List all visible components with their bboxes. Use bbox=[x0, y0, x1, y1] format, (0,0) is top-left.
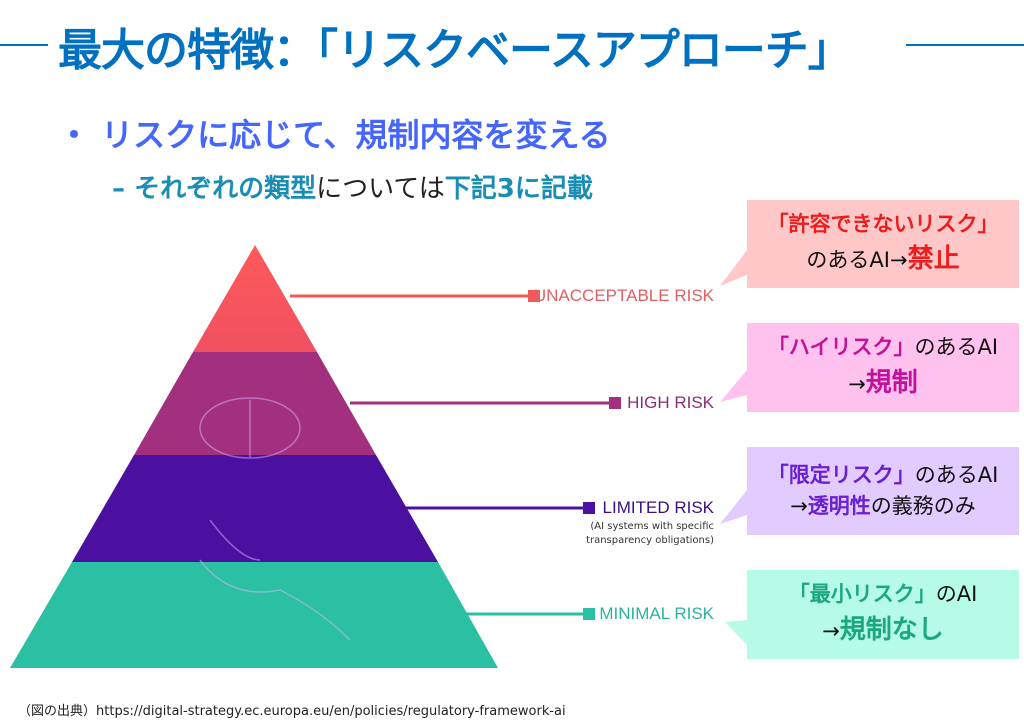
arrow: → bbox=[822, 618, 840, 643]
label-unacceptable-risk: UNACCEPTABLE RISK bbox=[533, 286, 714, 305]
sub-part2: については bbox=[316, 174, 445, 204]
source-prefix: （図の出典） bbox=[18, 704, 97, 719]
sub-part3: 下記3に記載 bbox=[444, 174, 593, 204]
callout-line: →規制なし bbox=[747, 611, 1019, 650]
callout-heading: 「限定リスク」 bbox=[767, 462, 915, 487]
connector-marker bbox=[609, 397, 621, 409]
callout-line: →透明性の義務のみ bbox=[747, 491, 1019, 523]
pyramid-level-minimal bbox=[10, 562, 498, 668]
callout-text: のAI bbox=[935, 582, 978, 607]
slide-title: 最大の特徴：「リスクベースアプローチ」 bbox=[58, 25, 852, 76]
bullet-point: ・ リスクに応じて、規制内容を変える bbox=[58, 116, 611, 154]
callout-line: →規制 bbox=[747, 364, 1019, 403]
title-rule-right bbox=[906, 44, 1024, 46]
arrow: → bbox=[790, 494, 808, 518]
callout-line: 「最小リスク」のAI bbox=[747, 579, 1019, 611]
arrow: → bbox=[848, 371, 866, 396]
callout-heading: 「許容できないリスク」 bbox=[767, 211, 999, 236]
pyramid-level-limited bbox=[72, 455, 438, 562]
callout-text: のあるAI bbox=[914, 462, 999, 487]
pyramid-level-unacceptable bbox=[193, 245, 317, 352]
sub-part1: それぞれの類型 bbox=[134, 174, 317, 204]
brain-hand-illustration bbox=[199, 397, 351, 641]
connector-marker bbox=[528, 290, 540, 302]
callout-pointer bbox=[720, 490, 747, 524]
callout-unacceptable: 「許容できないリスク」 のあるAI→禁止 bbox=[747, 200, 1019, 288]
callout-line: 「許容できないリスク」 bbox=[747, 209, 1019, 241]
callout-result: 規制なし bbox=[839, 614, 944, 645]
callout-high: 「ハイリスク」のあるAI →規制 bbox=[747, 323, 1019, 412]
limited-risk-note: (AI systems with specific transparency ob… bbox=[586, 520, 714, 548]
pyramid-level-high bbox=[134, 352, 376, 455]
callout-result: 透明性 bbox=[807, 494, 871, 518]
sub-dash: – bbox=[112, 174, 135, 204]
callout-text: のあるAI→ bbox=[806, 248, 908, 273]
title-rule-left bbox=[0, 44, 48, 46]
label-high-risk: HIGH RISK bbox=[627, 393, 714, 412]
callout-minimal: 「最小リスク」のAI →規制なし bbox=[747, 570, 1019, 659]
sub-bullet: – それぞれの類型については下記3に記載 bbox=[112, 168, 593, 205]
label-minimal-risk: MINIMAL RISK bbox=[599, 604, 714, 623]
connector-marker bbox=[583, 502, 595, 514]
callout-line: 「ハイリスク」のあるAI bbox=[747, 332, 1019, 364]
note-line: (AI systems with specific bbox=[590, 521, 714, 532]
callout-pointer bbox=[725, 620, 747, 645]
source-url: https://digital-strategy.ec.europa.eu/en… bbox=[96, 704, 566, 719]
figure-source: （図の出典）https://digital-strategy.ec.europa… bbox=[18, 700, 566, 719]
callout-text: の義務のみ bbox=[870, 494, 976, 518]
callout-pointer bbox=[720, 250, 747, 286]
callout-line: 「限定リスク」のあるAI bbox=[747, 460, 1019, 492]
callout-result: 禁止 bbox=[907, 244, 960, 275]
label-limited-risk: LIMITED RISK bbox=[602, 498, 714, 517]
connector-marker bbox=[583, 608, 595, 620]
callout-result: 規制 bbox=[865, 367, 918, 398]
note-line: transparency obligations) bbox=[586, 535, 714, 546]
callout-heading: 「ハイリスク」 bbox=[767, 335, 915, 360]
callout-pointer bbox=[720, 370, 747, 402]
callout-line: のあるAI→禁止 bbox=[747, 240, 1019, 279]
callout-heading: 「最小リスク」 bbox=[788, 582, 936, 607]
callout-limited: 「限定リスク」のあるAI →透明性の義務のみ bbox=[747, 447, 1019, 535]
callout-text: のあるAI bbox=[914, 335, 999, 360]
